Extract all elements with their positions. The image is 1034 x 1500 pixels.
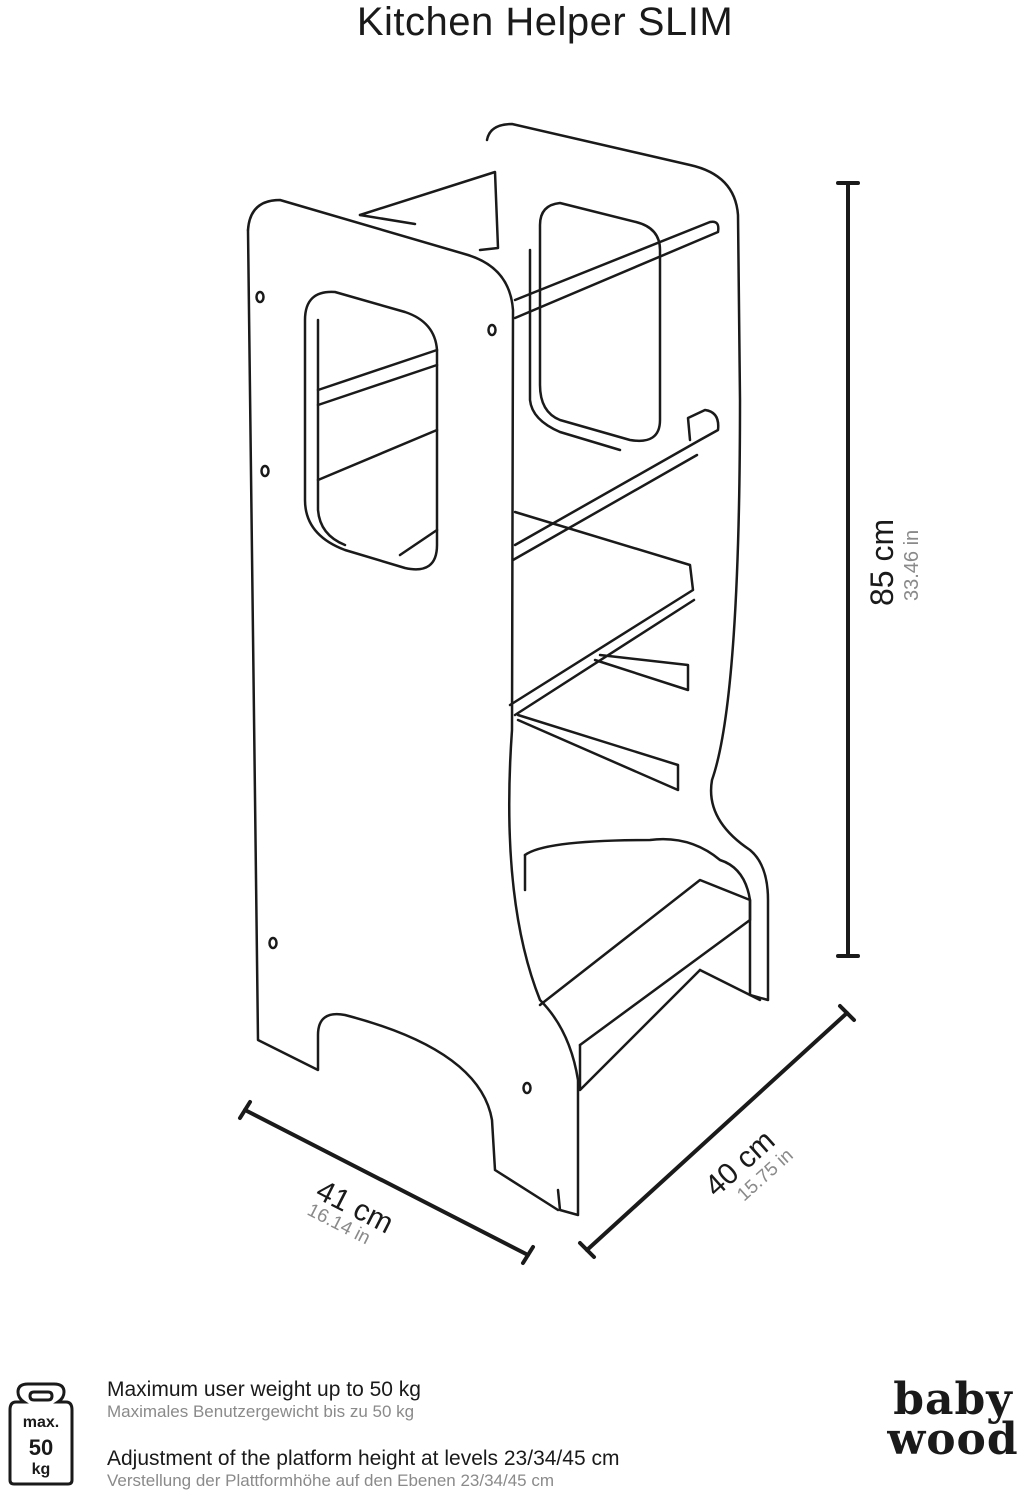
info-platform-height-en: Adjustment of the platform height at lev…: [107, 1447, 620, 1470]
bottom-step: [523, 853, 762, 1092]
info-max-weight: Maximum user weight up to 50 kg Maximale…: [107, 1378, 421, 1422]
width-dimension-line: [238, 1100, 535, 1265]
height-cm-label: 85 cm: [864, 519, 900, 606]
depth-dimension-line: [578, 1004, 856, 1259]
info-max-weight-de: Maximales Benutzergewicht bis zu 50 kg: [107, 1402, 415, 1421]
lower-slats: [516, 653, 690, 792]
top-rail: [513, 220, 720, 320]
brand-logo-line2: wood: [887, 1414, 1019, 1465]
page-title: Kitchen Helper SLIM: [356, 0, 734, 44]
brand-logo-line1: baby: [893, 1374, 1013, 1425]
inner-rungs: [316, 348, 439, 557]
screw-holes: [255, 290, 532, 1095]
weight-badge-unit: kg: [31, 1461, 51, 1478]
info-platform-height: Adjustment of the platform height at lev…: [107, 1447, 619, 1491]
height-in-label: 33.46 in: [901, 530, 923, 601]
product-line-drawing: 85 cm 33.46 in 41 cm 16.14 in 40 cm 15.7…: [238, 122, 923, 1265]
top-board: [358, 170, 500, 252]
weight-icon: max. 50 kg: [8, 1380, 74, 1486]
brand-logo: baby wood: [878, 1374, 1028, 1465]
platform: [508, 510, 696, 717]
info-platform-height-de: Verstellung der Plattformhöhe auf den Eb…: [107, 1471, 555, 1490]
height-dimension-line: [836, 181, 860, 958]
weight-badge-max: max.: [22, 1414, 60, 1431]
guard-rail: [511, 408, 720, 562]
back-side-panel: [485, 122, 770, 1002]
weight-badge-value: 50: [28, 1435, 54, 1460]
front-side-panel: [246, 198, 580, 1217]
info-max-weight-en: Maximum user weight up to 50 kg: [107, 1378, 421, 1401]
